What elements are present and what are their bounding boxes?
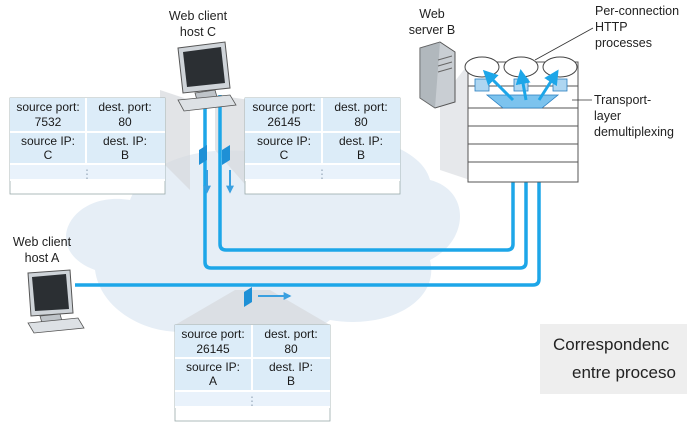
demux-arrows <box>482 69 559 102</box>
source-port-label: source port: <box>252 100 315 114</box>
dest-port-label: dest. port: <box>264 327 317 341</box>
host-c-shade-right <box>215 95 250 190</box>
dest-ip-value: B <box>287 374 295 388</box>
sockets <box>474 78 568 92</box>
source-port-value: 26145 <box>267 115 301 129</box>
source-ip-value: C <box>280 148 289 162</box>
dest-ip-value: B <box>121 148 129 162</box>
source-port-value: 26145 <box>196 342 230 356</box>
demux-label-line1: Transport- <box>594 93 651 107</box>
caption-line2: entre proceso <box>572 363 676 382</box>
source-ip-value: A <box>209 374 217 388</box>
server-icon <box>419 41 456 109</box>
demux-label-line3: demultiplexing <box>594 125 674 139</box>
dest-ip-value: B <box>357 148 365 162</box>
proc-label-line1: Per-connection <box>595 4 679 18</box>
host-a-shade <box>175 290 330 325</box>
host-a-label-line2: host A <box>25 251 60 265</box>
http-processes <box>464 56 578 78</box>
computer-icon-host-c <box>177 41 237 112</box>
path-host-c-7532 <box>203 95 528 270</box>
demux-label-line2: layer <box>594 109 621 123</box>
caption-line1: Correspondenc <box>553 335 670 354</box>
dest-port-label: dest. port: <box>98 100 151 114</box>
host-c-shade-left <box>160 90 190 190</box>
path-host-a-26145 <box>75 100 541 287</box>
source-port-value: 7532 <box>35 115 62 129</box>
proc-label-line2: HTTP <box>595 20 628 34</box>
ellipsis-icon: ⋮ <box>316 167 328 181</box>
dest-port-value: 80 <box>118 115 132 129</box>
path-host-c-26145 <box>218 95 515 252</box>
packet-glyph-a <box>244 287 292 307</box>
packet-glyph-c2 <box>222 145 234 194</box>
proc-callout-line <box>534 27 594 61</box>
computer-icon-host-a <box>27 269 85 334</box>
connection-paths <box>75 95 541 287</box>
source-port-label: source port: <box>181 327 244 341</box>
segment-host-c-port-26145: source port: 26145 dest. port: 80 source… <box>244 97 401 195</box>
source-ip-label: source IP: <box>186 360 240 374</box>
source-ip-label: source IP: <box>21 134 75 148</box>
host-a-label-line1: Web client <box>13 235 72 249</box>
dest-ip-label: dest. IP: <box>103 134 147 148</box>
source-ip-label: source IP: <box>257 134 311 148</box>
packet-glyph-c1 <box>199 145 211 194</box>
segment-host-c-port-7532: source port: 7532 dest. port: 80 source … <box>9 97 166 195</box>
dest-ip-label: dest. IP: <box>269 360 313 374</box>
caption-box: Correspondenc entre proceso <box>540 324 687 394</box>
ellipsis-icon: ⋮ <box>81 167 93 181</box>
server-label-line2: server B <box>409 23 456 37</box>
dest-port-label: dest. port: <box>334 100 387 114</box>
source-port-label: source port: <box>16 100 79 114</box>
dest-port-value: 80 <box>284 342 298 356</box>
ellipsis-icon: ⋮ <box>246 394 258 408</box>
source-ip-value: C <box>44 148 53 162</box>
server-label-line1: Web <box>419 7 445 21</box>
dest-ip-label: dest. IP: <box>339 134 383 148</box>
host-c-label-line1: Web client <box>169 9 228 23</box>
host-c-label-line2: host C <box>180 25 216 39</box>
proc-label-line3: processes <box>595 36 652 50</box>
segment-host-a-port-26145: source port: 26145 dest. port: 80 source… <box>174 324 331 422</box>
dest-port-value: 80 <box>354 115 368 129</box>
